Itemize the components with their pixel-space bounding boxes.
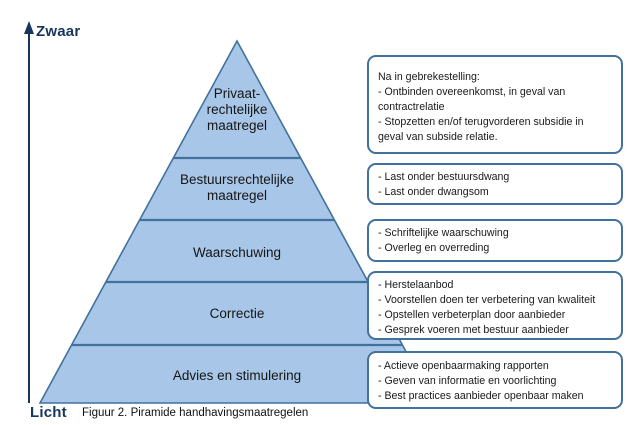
callout-line: - Best practices aanbieder openbaar make… bbox=[378, 390, 584, 402]
callout-line: - Schriftelijke waarschuwing bbox=[378, 227, 509, 239]
callout-line: - Last onder dwangsom bbox=[378, 186, 489, 198]
callout-correctie: - Herstelaanbod - Voorstellen doen ter v… bbox=[367, 271, 623, 340]
axis-bottom-label: Licht bbox=[30, 404, 67, 421]
axis-arrowhead-icon bbox=[24, 21, 34, 34]
callout-waarschuwing: - Schriftelijke waarschuwing - Overleg e… bbox=[367, 219, 623, 262]
callout-line: Na in gebrekestelling: bbox=[378, 71, 480, 83]
callout-line: - Gesprek voeren met bestuur aanbieder bbox=[378, 324, 569, 336]
axis-top-label: Zwaar bbox=[36, 23, 81, 40]
callout-line: geval van subside relatie. bbox=[378, 131, 498, 143]
callout-advies: - Actieve openbaarmaking rapporten - Gev… bbox=[367, 351, 623, 409]
callout-line: - Geven van informatie en voorlichting bbox=[378, 375, 557, 387]
pyramid-level-privaatrechtelijk: Privaat- rechtelijke maatregel bbox=[206, 86, 268, 133]
figure-caption: Figuur 2. Piramide handhavingsmaatregele… bbox=[82, 407, 309, 419]
callout-privaatrechtelijk: Na in gebrekestelling: - Ontbinden overe… bbox=[367, 55, 623, 154]
callout-line: - Herstelaanbod bbox=[378, 279, 454, 291]
pyramid-level-waarschuwing: Waarschuwing bbox=[192, 245, 282, 260]
callout-line: contractrelatie bbox=[378, 101, 445, 113]
callout-line: - Actieve openbaarmaking rapporten bbox=[378, 360, 549, 372]
callout-bestuursrechtelijk: - Last onder bestuursdwang - Last onder … bbox=[367, 163, 623, 205]
callout-line: - Voorstellen doen ter verbetering van k… bbox=[378, 294, 596, 306]
pyramid-level-advies: Advies en stimulering bbox=[172, 368, 302, 383]
callout-line: - Overleg en overreding bbox=[378, 242, 490, 254]
pyramid-level-correctie: Correctie bbox=[209, 306, 265, 321]
callout-line: - Opstellen verbeterplan door aanbieder bbox=[378, 309, 566, 321]
callout-line: - Last onder bestuursdwang bbox=[378, 171, 510, 183]
callout-line: - Stopzetten en/of terugvorderen subsidi… bbox=[378, 116, 584, 128]
pyramid-shape bbox=[38, 39, 436, 404]
callout-line: - Ontbinden overeenkomst, in geval van bbox=[378, 86, 566, 98]
pyramid-level-bestuursrechtelijk: Bestuursrechtelijke maatregel bbox=[179, 172, 295, 203]
